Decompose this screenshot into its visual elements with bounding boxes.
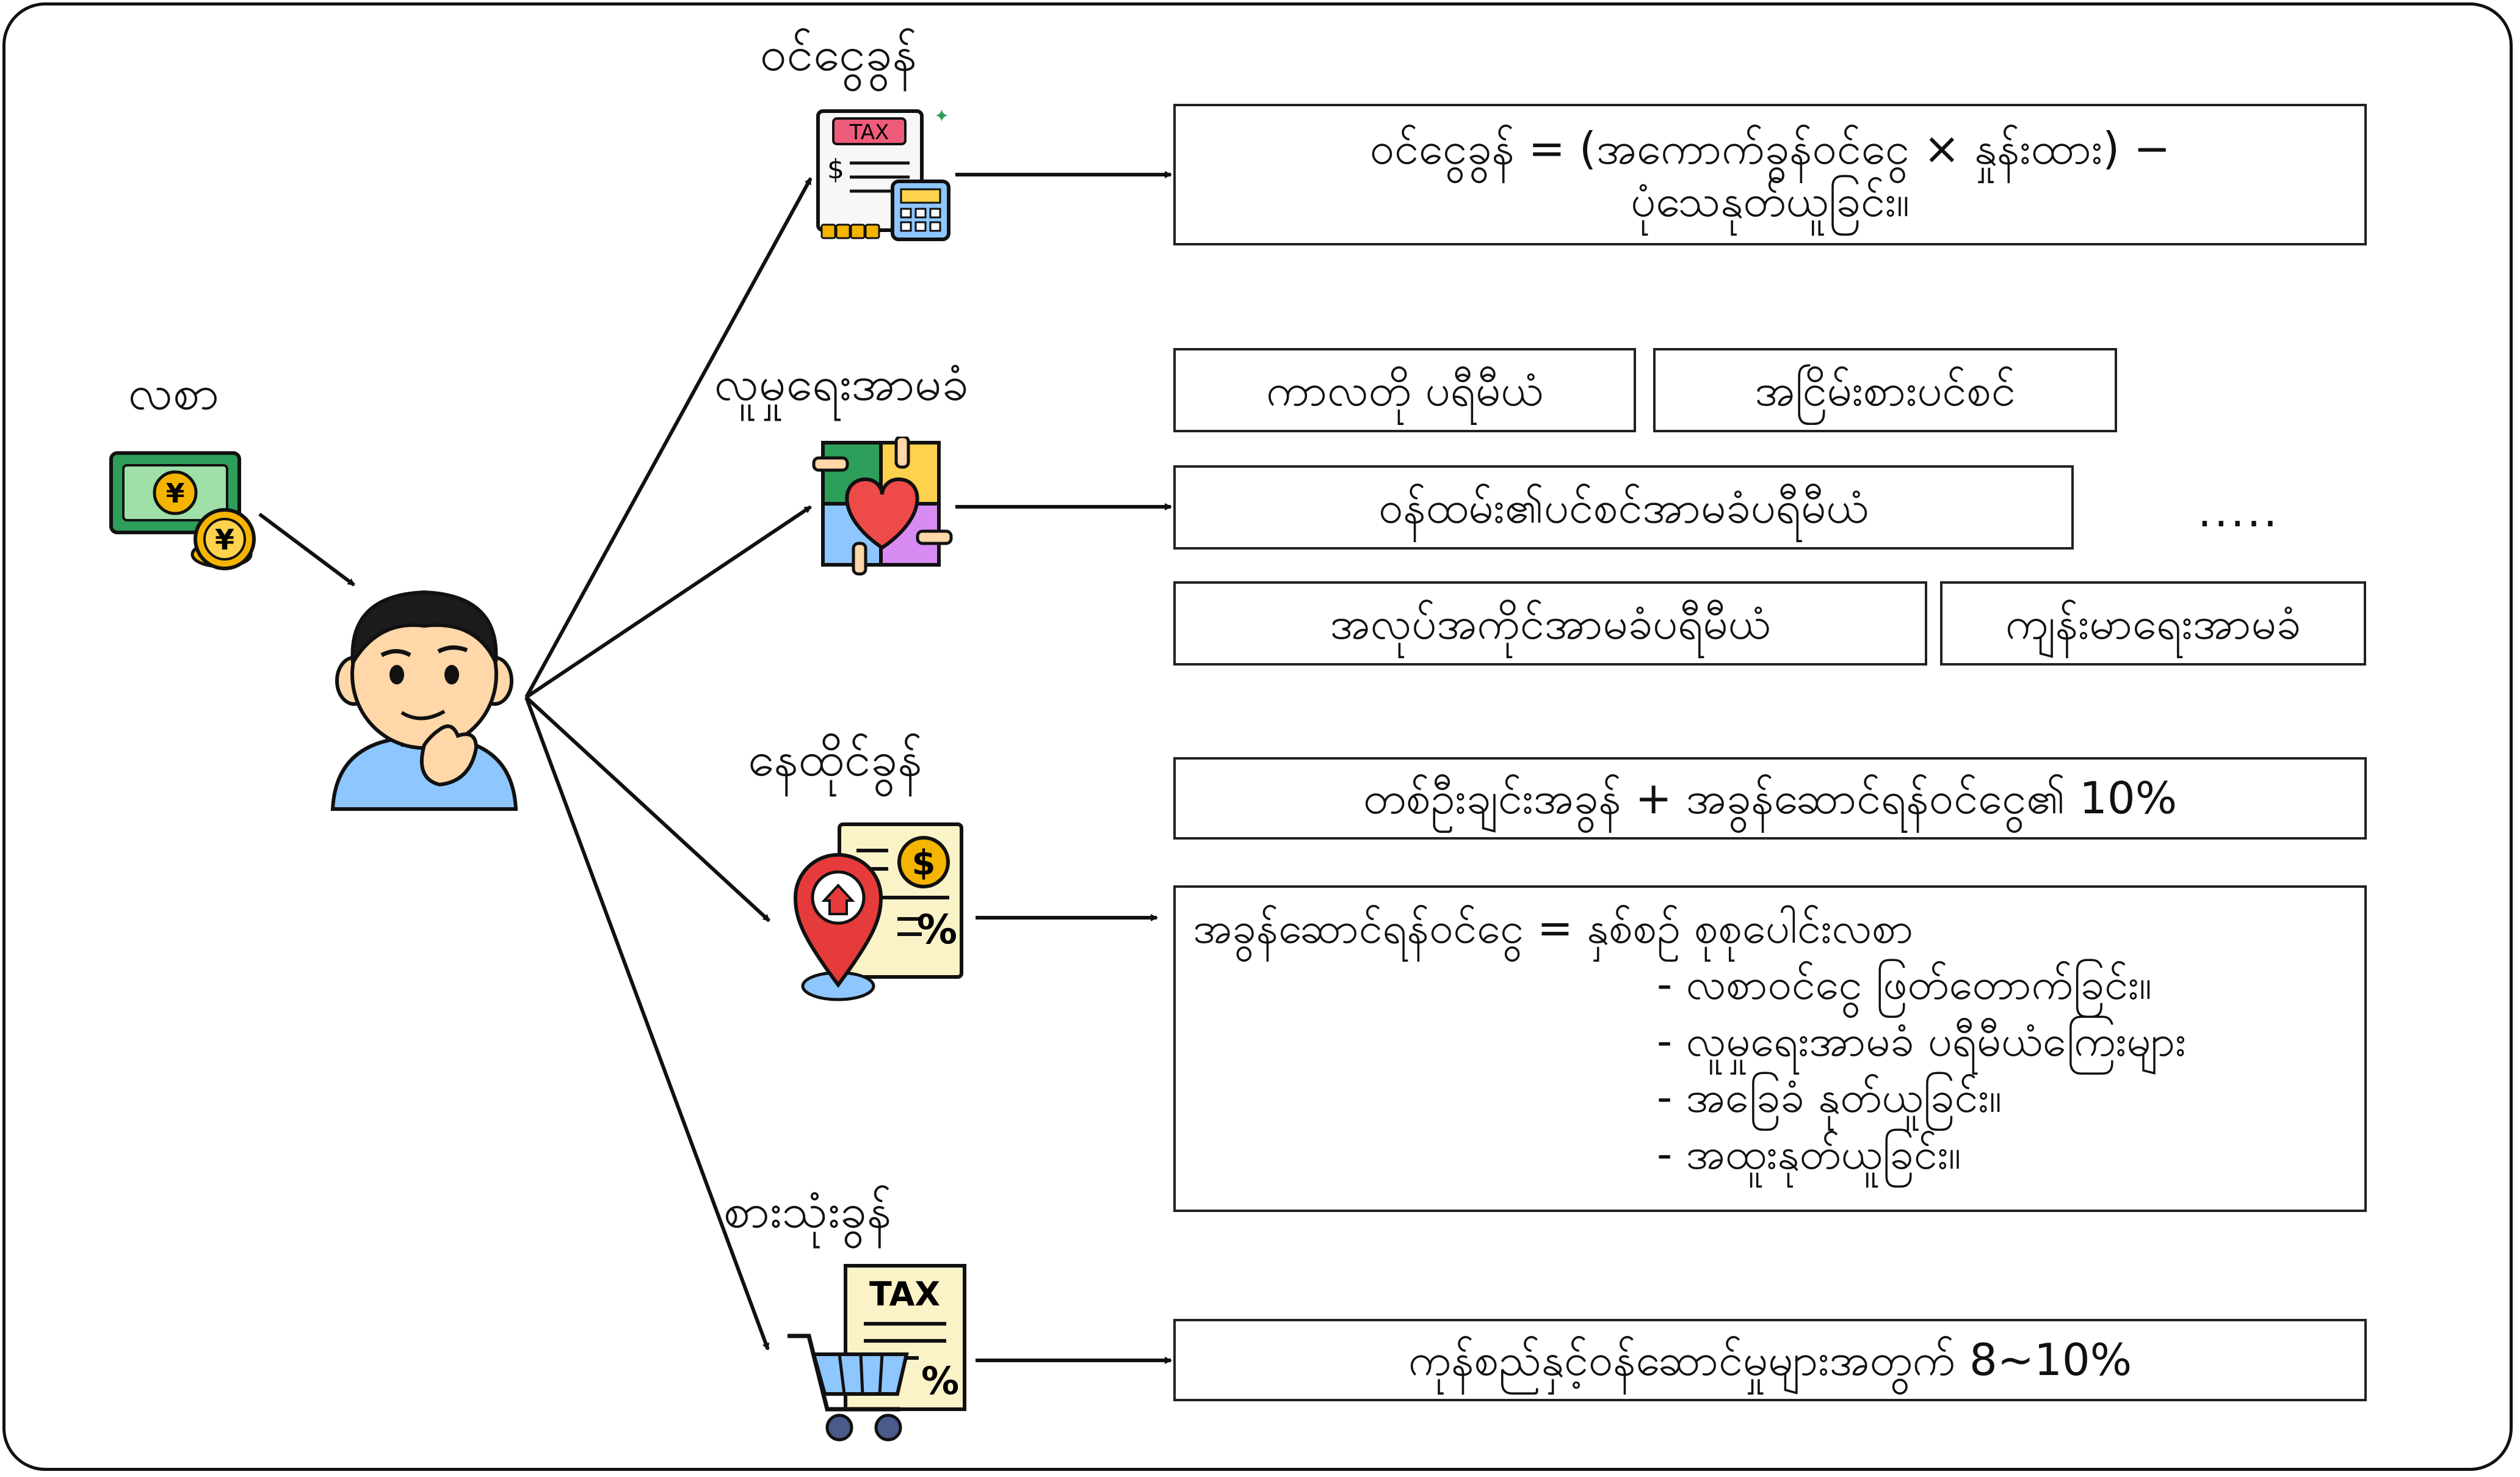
svg-text:TAX: TAX <box>869 1275 940 1313</box>
taxable-income-box: အခွန်ဆောင်ရန်ဝင်ငွေ = နှစ်စဉ် စုစုပေါင်း… <box>1173 885 2367 1212</box>
resident-tax-label: နေထိုင်ခွန် <box>748 732 922 787</box>
svg-text:¥: ¥ <box>215 523 234 556</box>
arrow-income-to-person <box>258 512 355 587</box>
income-tax-label: ဝင်ငွေခွန် <box>760 27 917 82</box>
income-label: လစာ <box>128 366 220 421</box>
taxable-item: - လူမှုရေးအာမခံ ပရီမီယံကြေးများ <box>1657 1015 2186 1066</box>
taxable-item: - အထူးနုတ်ယူခြင်း။ <box>1657 1128 1961 1179</box>
svg-text:¥: ¥ <box>166 478 185 509</box>
property-tax-document-icon: $ % <box>793 822 963 1001</box>
shopping-cart-tax-icon: TAX % <box>788 1264 966 1442</box>
arrow-person-to-resident-tax <box>524 695 771 923</box>
income-tax-formula-line2: ပုံသေနုတ်ယူခြင်း။ <box>1631 175 1910 227</box>
svg-text:TAX: TAX <box>849 120 889 145</box>
income-tax-formula-box: ဝင်ငွေခွန် = (အကောက်ခွန်ဝင်ငွေ × နှုန်းထ… <box>1173 104 2367 245</box>
svg-text:$: $ <box>827 154 844 185</box>
svg-text:✦: ✦ <box>934 106 949 127</box>
social-item-pension: အငြိမ်းစားပင်စင် <box>1653 348 2117 432</box>
taxable-item: - အခြေခံ နုတ်ယူခြင်း။ <box>1657 1072 2002 1123</box>
consumption-tax-label: စားသုံးခွန် <box>723 1184 892 1239</box>
social-item-short-term: ကာလတို ပရီမီယံ <box>1173 348 1636 432</box>
taxable-income-title: အခွန်ဆောင်ရန်ဝင်ငွေ = နှစ်စဉ် စုစုပေါင်း… <box>1193 903 1914 953</box>
hands-heart-icon <box>812 437 953 576</box>
social-insurance-label: လူမှုရေးအာမခံ <box>714 357 969 412</box>
arrow-person-to-social-insurance <box>525 505 812 699</box>
money-yen-icon: ¥ ¥ <box>109 451 256 570</box>
resident-tax-formula-box: တစ်ဦးချင်းအခွန် + အခွန်ဆောင်ရန်ဝင်ငွေ၏ 1… <box>1173 757 2367 840</box>
social-item-employee-pension: ဝန်ထမ်း၏ပင်စင်အာမခံပရီမီယံ <box>1173 465 2074 550</box>
income-tax-formula-line1: ဝင်ငွေခွန် = (အကောက်ခွန်ဝင်ငွေ × နှုန်းထ… <box>1369 122 2171 174</box>
arrow-person-to-consumption-tax <box>524 696 770 1351</box>
taxable-item: - လစာဝင်ငွေ ဖြတ်တောက်ခြင်း။ <box>1657 959 2152 1010</box>
tax-calculator-icon: TAX $ ✦ <box>816 106 950 241</box>
svg-text:%: % <box>921 1359 959 1403</box>
thinking-person-icon <box>330 590 518 811</box>
consumption-tax-rate-box: ကုန်စည်နှင့်ဝန်ဆောင်မှုများအတွက် 8~10% <box>1173 1319 2367 1401</box>
social-item-employment: အလုပ်အကိုင်အာမခံပရီမီယံ <box>1173 581 1927 666</box>
svg-text:$: $ <box>912 843 936 883</box>
social-more-ellipsis: ..... <box>2198 485 2280 537</box>
social-item-health: ကျန်းမာရေးအာမခံ <box>1940 581 2366 666</box>
svg-text:%: % <box>917 906 957 953</box>
arrow-person-to-income-tax <box>524 177 813 699</box>
